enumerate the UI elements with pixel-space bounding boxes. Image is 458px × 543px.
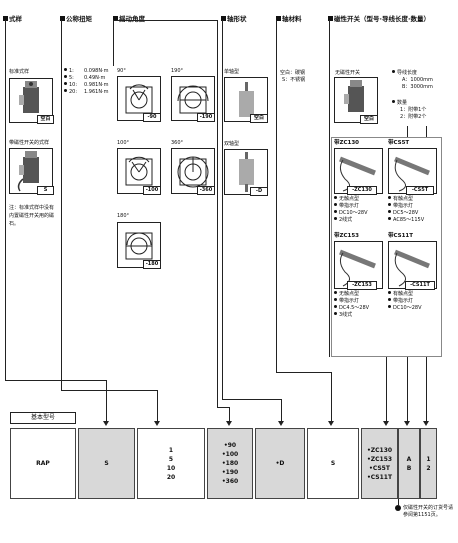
spec-item: AC85～115V — [388, 217, 424, 224]
material-stainless: S：不锈钢 — [282, 77, 306, 83]
angle-360-diagram — [171, 148, 215, 194]
angle-180-label: 180° — [117, 213, 130, 219]
header-torque: 公称扭矩 — [60, 13, 92, 23]
style-note: 注：标准式样中没有内置磁性开关用的磁石。 — [9, 205, 55, 227]
cell-style: S — [78, 428, 135, 499]
angle-190-tag: -190 — [197, 113, 215, 122]
cs5t-title: 带CS5T — [388, 140, 410, 146]
zc130-specs: 无触点型 带指示灯 DC10～28V 2线式 — [334, 196, 368, 224]
angle-360-label: 360° — [171, 140, 184, 146]
rotation-diagram-icon — [177, 85, 209, 114]
double-shaft-label: 双轴型 — [224, 141, 240, 147]
magnet-style-tag: S — [37, 186, 54, 195]
header-switch: 磁性开关（型号·导线长度·数量） — [328, 13, 430, 23]
torque-item: 1:0.098N·m — [64, 68, 109, 75]
quantity-block: 数量 1：附带1个 2：附带2个 — [392, 100, 426, 121]
cs11t-specs: 有触点型 带指示灯 DC10～28V — [388, 291, 422, 312]
cell-shaft: •D — [255, 428, 305, 499]
standard-style-image — [9, 78, 53, 123]
spec-item: DC10～28V — [334, 210, 368, 217]
zc130-title: 带ZC130 — [334, 140, 360, 146]
torque-item: 5:0.49N·m — [64, 75, 109, 82]
sensor-switch-icon — [394, 156, 430, 192]
spec-item: 带指示灯 — [388, 298, 422, 305]
magnet-style-label: 带磁性开关的式样 — [9, 140, 50, 146]
angle-100-tag: -100 — [143, 186, 161, 195]
spec-item: DC5～28V — [388, 210, 424, 217]
no-switch-tag: 空白 — [360, 115, 378, 124]
cs11t-title: 带CS11T — [388, 233, 414, 239]
spec-item: 无触点型 — [334, 196, 368, 203]
cell-quantity: 1 2 — [420, 428, 437, 499]
spec-item: 2线式 — [334, 217, 368, 224]
spec-item: DC10～28V — [388, 305, 422, 312]
rotation-diagram-icon — [125, 232, 153, 260]
torque-list: 1:0.098N·m 5:0.49N·m 10:0.981N·m 20:1.96… — [64, 68, 109, 96]
quantity-title: 数量 — [392, 100, 426, 107]
cell-wire-length: A B — [398, 428, 420, 499]
angle-90-tag: -90 — [143, 113, 161, 122]
spec-item: 带指示灯 — [334, 203, 368, 210]
header-shaft: 轴形状 — [221, 13, 247, 23]
wire-length-a: A：1000mm — [402, 77, 433, 83]
angle-190-label: 190° — [171, 68, 184, 74]
cs11t-tag: -CS11T — [405, 281, 435, 290]
spec-item: 带指示灯 — [334, 298, 369, 305]
rotation-diagram-icon — [177, 156, 209, 188]
sensor-switch-icon — [394, 249, 430, 287]
header-angle: 摇动角度 — [113, 13, 145, 23]
cell-series: RAP — [10, 428, 76, 499]
zc153-tag: -ZC153 — [347, 281, 377, 290]
spec-item: DC4.5～28V — [334, 305, 369, 312]
single-shaft-icon — [239, 82, 254, 117]
double-shaft-tag: -D — [250, 187, 268, 196]
zc130-tag: -ZC130 — [347, 186, 377, 195]
angle-100-label: 100° — [117, 140, 130, 146]
footnote-bullet — [395, 505, 401, 511]
header-style: 式样 — [3, 13, 22, 23]
torque-item: 20:1.961N·m — [64, 89, 109, 96]
cell-material: S — [307, 428, 359, 499]
wire-length-b: B：3000mm — [402, 84, 433, 90]
angle-90-label: 90° — [117, 68, 126, 74]
spec-item: 3线式 — [334, 312, 369, 319]
zc153-title: 带ZC153 — [334, 233, 360, 239]
cell-angle: •90 •100 •180 •190 •360 — [207, 428, 253, 499]
material-carbon: 空白：碳钢 — [280, 70, 306, 76]
spec-item: 有触点型 — [388, 291, 422, 298]
standard-style-tag: 空白 — [37, 115, 54, 124]
spec-item: 带指示灯 — [388, 203, 424, 210]
rotation-diagram-icon — [125, 156, 153, 186]
rotation-diagram-icon — [125, 84, 153, 114]
cell-switch: •ZC130 •ZC153 •CS5T •CS11T — [361, 428, 398, 499]
actuator-icon — [344, 80, 364, 112]
zc153-specs: 无触点型 带指示灯 DC4.5～28V 3线式 — [334, 291, 369, 319]
single-shaft-label: 单轴型 — [224, 69, 240, 75]
quantity-1: 1：附带1个 — [400, 107, 427, 113]
footnote-text: 仅磁性开关的订货号请参阅第1151页。 — [403, 505, 454, 518]
wire-length-block: 导线长度 A：1000mm B：3000mm — [392, 70, 433, 91]
double-shaft-icon — [239, 152, 254, 192]
torque-item: 10:0.981N·m — [64, 82, 109, 89]
no-switch-label: 无磁性开关 — [335, 70, 361, 76]
cell-torque: 1 5 10 20 — [137, 428, 205, 499]
single-shaft-tag: 空白 — [250, 114, 268, 123]
wire-length-title: 导线长度 — [392, 70, 433, 77]
angle-360-tag: -360 — [197, 186, 215, 195]
header-material: 轴材料 — [276, 13, 302, 23]
cs5t-tag: -CS5T — [406, 186, 434, 195]
cs5t-specs: 有触点型 带指示灯 DC5～28V AC85～115V — [388, 196, 424, 224]
spec-item: 有触点型 — [388, 196, 424, 203]
actuator-switch-icon — [17, 151, 39, 192]
quantity-2: 2：附带2个 — [400, 114, 427, 120]
spec-item: 无触点型 — [334, 291, 369, 298]
standard-style-label: 标准式样 — [9, 69, 30, 75]
angle-180-tag: -180 — [143, 260, 161, 269]
basic-model-label: 基本型号 — [10, 412, 76, 424]
actuator-icon — [19, 81, 39, 113]
